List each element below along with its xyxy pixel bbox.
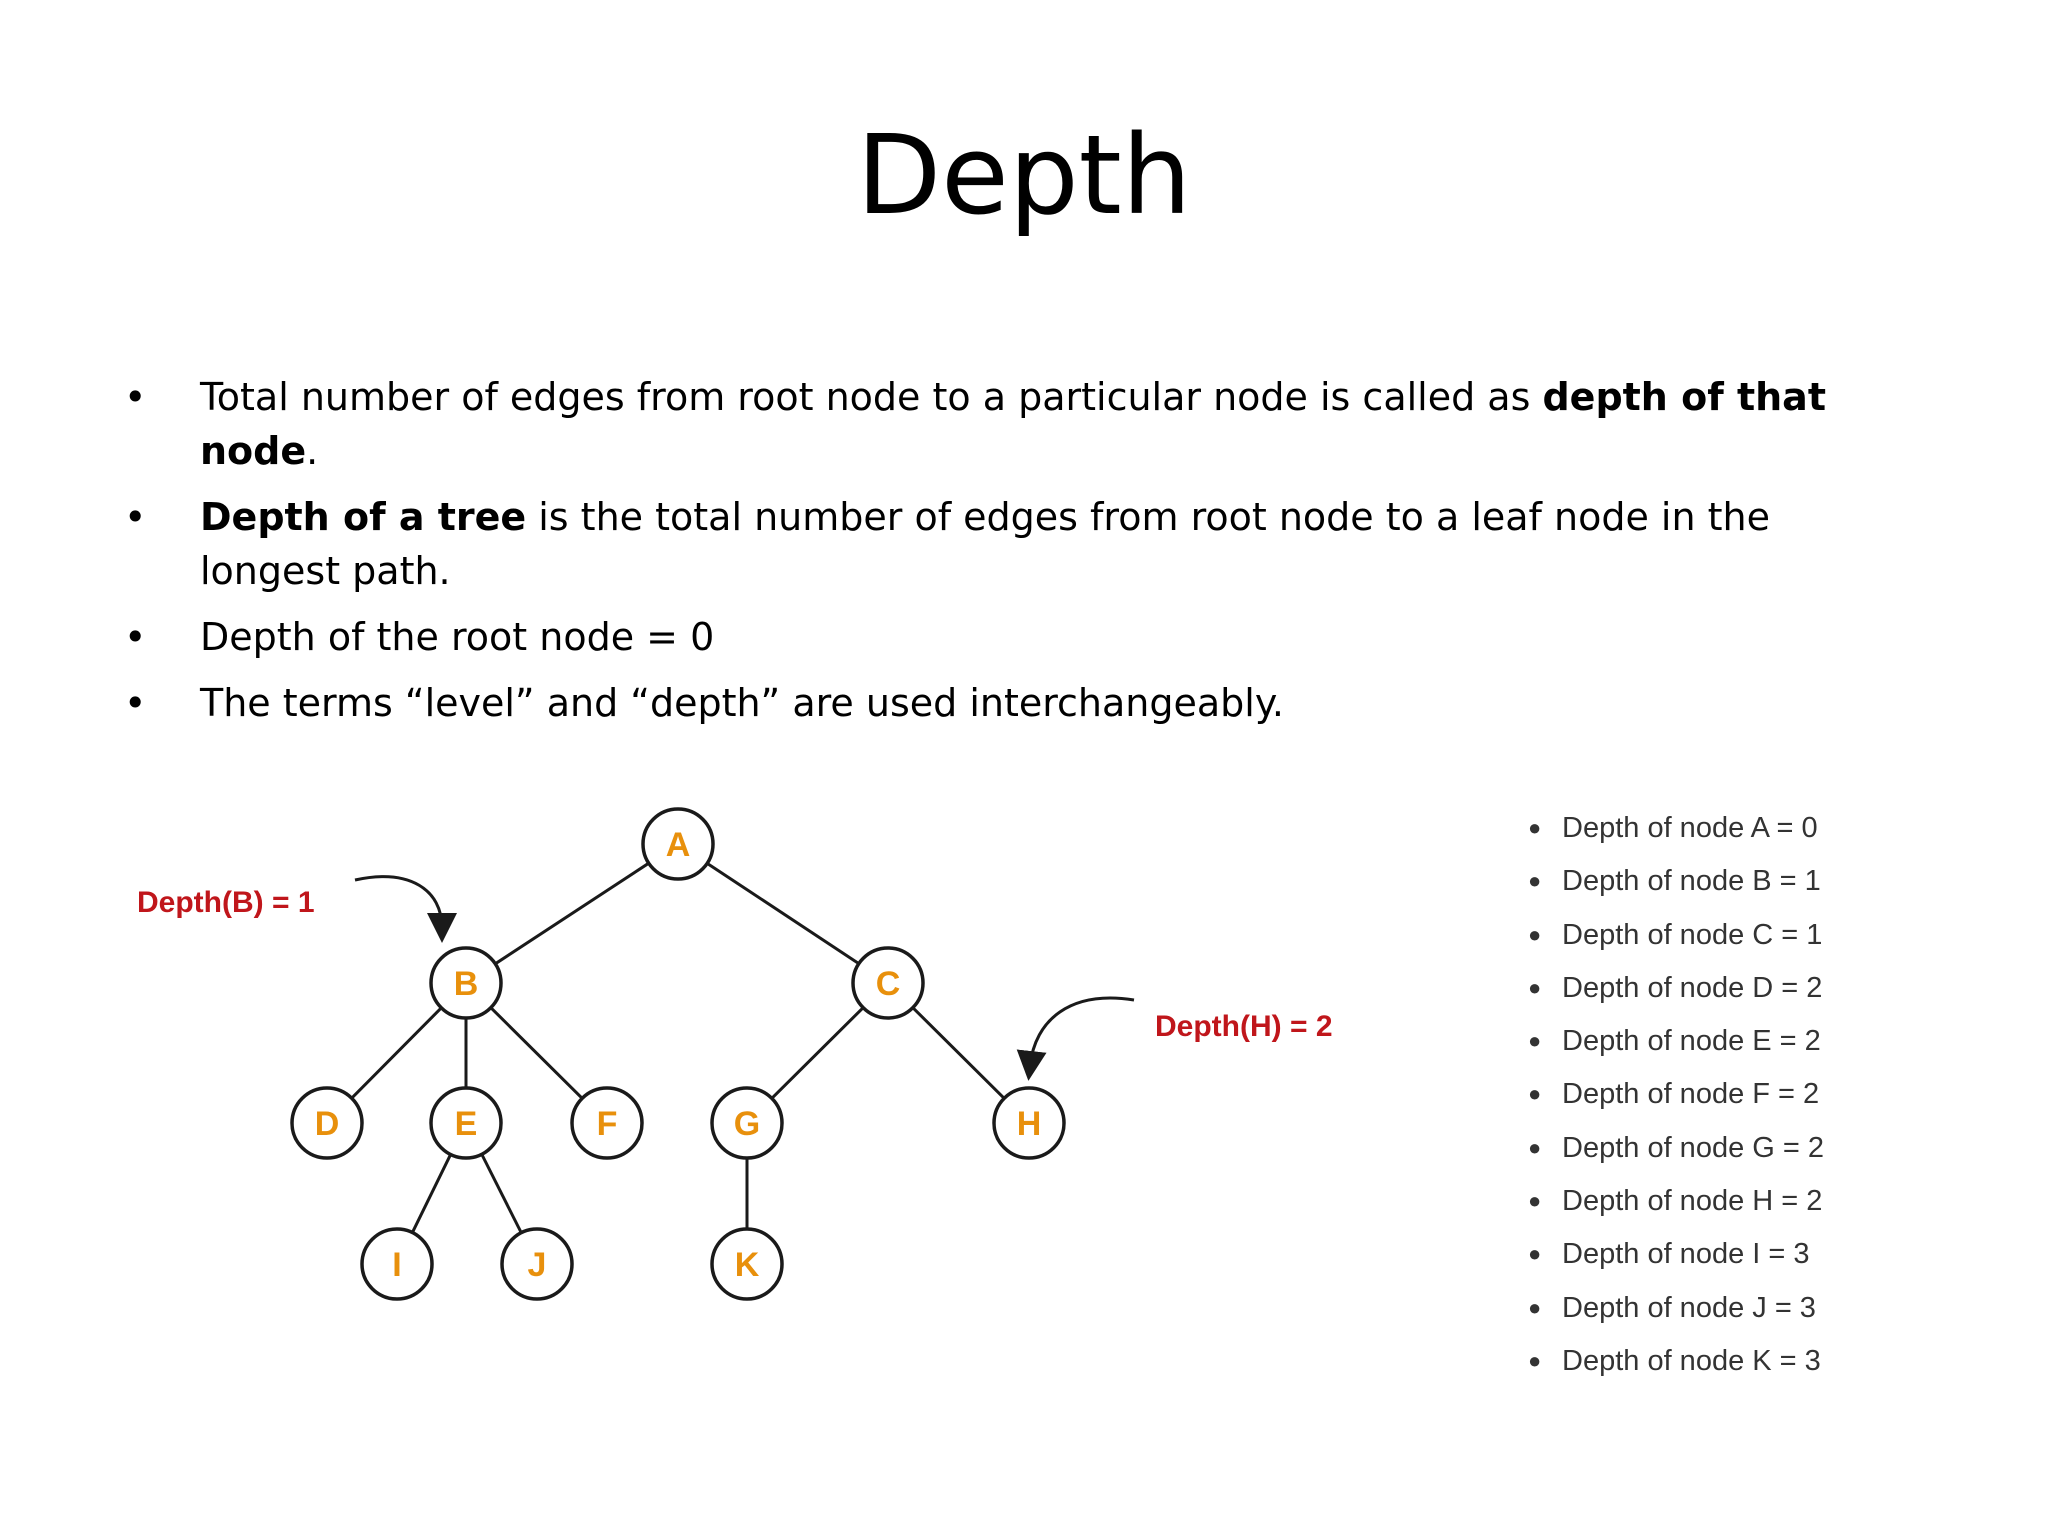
depth-list-text: Depth of node B = 1 (1562, 865, 1821, 898)
bullet-icon: ● (1528, 1294, 1542, 1320)
annotation-depth-h: Depth(H) = 2 (1155, 1010, 1333, 1043)
bullet-icon: • (124, 495, 147, 539)
arrow-icon (354, 875, 457, 943)
depth-list-item: ● Depth of node K = 3 (1528, 1341, 1824, 1394)
tree-node-label: F (597, 1105, 618, 1143)
bold-text: Depth of a tree (200, 495, 527, 539)
tree-edge-A-C (706, 862, 860, 965)
depth-list-item: ● Depth of node J = 3 (1528, 1288, 1824, 1341)
text: Total number of edges from root node to … (200, 375, 1543, 419)
bullet-item: • Depth of a tree is the total number of … (120, 490, 1920, 598)
depth-list: ● Depth of node A = 0 ● Depth of node B = 1… (1528, 808, 1824, 1394)
tree-node-label: G (734, 1105, 760, 1143)
tree-node-label: H (1017, 1105, 1042, 1143)
bullet-list: • Total number of edges from root node to… (120, 370, 1920, 742)
bullet-icon: ● (1528, 815, 1542, 840)
bullet-item: • Total number of edges from root node to… (120, 370, 1920, 478)
text: Depth of the root node = 0 (200, 615, 715, 659)
tree-node-label: C (876, 965, 901, 1003)
tree-edge-B-F (489, 1006, 584, 1100)
depth-list-item: ● Depth of node E = 2 (1528, 1021, 1824, 1074)
slide-title: Depth (856, 111, 1192, 239)
depth-list-text: Depth of node D = 2 (1562, 971, 1823, 1004)
depth-list-item: ● Depth of node H = 2 (1528, 1181, 1824, 1234)
text: is the total number of edges from root n… (200, 495, 1771, 593)
tree-node-label: I (392, 1246, 401, 1284)
tree-node-label: D (315, 1105, 340, 1143)
text: The terms “level” and “depth” are used i… (200, 681, 1284, 725)
tree-node-label: E (455, 1105, 478, 1143)
depth-list-text: Depth of node J = 3 (1562, 1291, 1816, 1324)
bullet-item: • The terms “level” and “depth” are used … (120, 676, 1920, 730)
bullet-icon: ● (1528, 868, 1542, 894)
tree-node-label: A (666, 826, 691, 864)
depth-list-text: Depth of node K = 3 (1562, 1344, 1821, 1377)
tree-node-A (641, 807, 715, 881)
tree-edge-E-J (480, 1153, 523, 1234)
arrow-icon (1016, 996, 1135, 1081)
bullet-icon: ● (1528, 1188, 1542, 1214)
bullet-item: • Depth of the root node = 0 (120, 610, 1920, 664)
bullet-icon: • (124, 615, 147, 659)
depth-list-item: ● Depth of node D = 2 (1528, 968, 1824, 1021)
tree-node-label: K (735, 1246, 760, 1284)
depth-list-item: ● Depth of node C = 1 (1528, 915, 1824, 968)
tree-edge-B-D (350, 1006, 443, 1100)
annotation-depth-b: Depth(B) = 1 (137, 886, 315, 919)
tree-node-D (290, 1086, 364, 1160)
tree-edge-A-B (494, 861, 650, 966)
tree-node-H (992, 1086, 1066, 1160)
bullet-icon: • (124, 681, 147, 725)
depth-list-item: ● Depth of node I = 3 (1528, 1234, 1824, 1287)
tree-node-E (429, 1086, 503, 1160)
bullet-icon: ● (1528, 1241, 1542, 1267)
bullet-icon: ● (1528, 1134, 1542, 1160)
depth-list-item: ● Depth of node F = 2 (1528, 1074, 1824, 1127)
bullet-icon: ● (1528, 974, 1542, 1000)
depth-list-text: Depth of node E = 2 (1562, 1025, 1821, 1058)
tree-node-B (429, 946, 503, 1020)
depth-list-item: ● Depth of node B = 1 (1528, 861, 1824, 914)
tree-edge-C-H (911, 1006, 1006, 1100)
bold-text: depth of that node (200, 375, 1826, 473)
depth-list-text: Depth of node G = 2 (1562, 1131, 1824, 1164)
tree-node-F (570, 1086, 644, 1160)
depth-list-text: Depth of node F = 2 (1562, 1078, 1820, 1111)
depth-list-item: ● Depth of node A = 0 (1528, 808, 1824, 861)
depth-list-item: ● Depth of node G = 2 (1528, 1128, 1824, 1181)
bullet-icon: ● (1528, 921, 1542, 947)
depth-list-text: Depth of node H = 2 (1562, 1185, 1823, 1218)
bullet-icon: ● (1528, 1347, 1542, 1373)
tree-edge-E-I (411, 1153, 452, 1234)
bullet-icon: • (124, 375, 147, 419)
tree-node-C (851, 946, 925, 1020)
depth-list-text: Depth of node C = 1 (1562, 918, 1823, 951)
tree-node-label: B (454, 965, 479, 1003)
tree-edge-C-G (770, 1006, 865, 1100)
tree-node-G (710, 1086, 784, 1160)
tree-node-I (360, 1227, 434, 1301)
depth-list-text: Depth of node A = 0 (1562, 812, 1818, 844)
depth-list-text: Depth of node I = 3 (1562, 1238, 1810, 1271)
tree-node-J (500, 1227, 574, 1301)
bullet-icon: ● (1528, 1028, 1542, 1054)
tree-node-label: J (528, 1246, 547, 1284)
tree-node-K (710, 1227, 784, 1301)
text: . (306, 429, 319, 473)
bullet-icon: ● (1528, 1081, 1542, 1107)
